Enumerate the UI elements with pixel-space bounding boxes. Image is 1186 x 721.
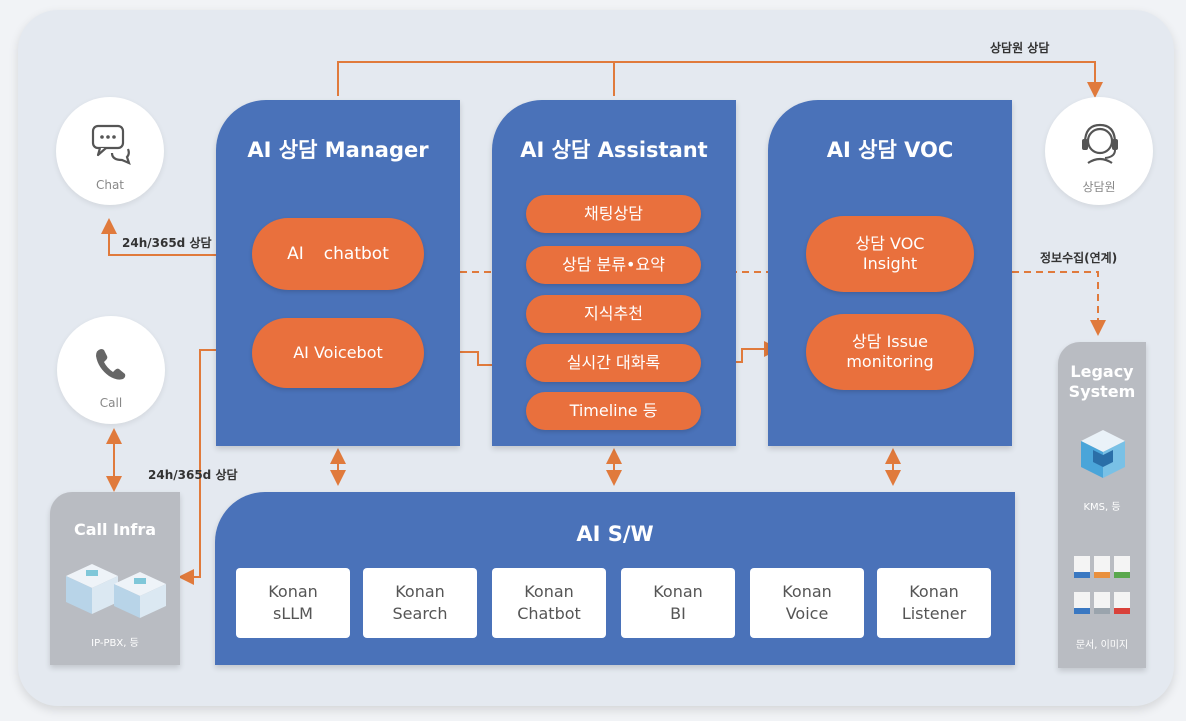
call-24h-label: 24h/365d 상담 [148,468,238,482]
ai-chatbot-prefix: AI [287,244,304,264]
ai-chatbot-pill: AI chatbot [252,218,424,290]
phone-icon [96,349,126,380]
product-bi-line2: BI [670,604,686,623]
product-chatbot-line1: Konan [524,582,574,601]
product-sllm-line2: sLLM [273,604,313,623]
product-chatbot-line2: Chatbot [517,604,581,623]
ai-chatbot-label: chatbot [323,244,389,264]
product-bi: Konan BI [621,568,735,638]
voc-insight-line1: 상담 VOC [855,234,925,253]
server-icon [66,564,166,618]
voc-issue-line1: 상담 Issue [852,332,928,351]
ai-sw-box: AI S/W Konan sLLM Konan Search Konan Cha… [215,492,1015,665]
legacy-system-box: Legacy System KMS, 등 문서, 이미지 [1058,342,1146,668]
voc-insight-line2: Insight [862,254,918,273]
voc-title: AI 상담 VOC [826,138,954,162]
top-route-label: 상담원 상담 [990,41,1050,55]
chat-label: Chat [95,178,125,192]
docs-caption: 문서, 이미지 [1075,640,1129,651]
assistant-item-chat-label: 채팅상담 [584,204,643,223]
legacy-title-line2: System [1068,382,1136,401]
cube-icon [1081,430,1125,478]
product-listener-line1: Konan [909,582,959,601]
ai-voicebot-pill: AI Voicebot [252,318,424,388]
assistant-item-classify-label: 상담 분류•요약 [562,255,665,274]
product-bi-line1: Konan [653,582,703,601]
voc-issue-pill: 상담 Issue monitoring [806,314,974,390]
agent-channel: 상담원 [1045,97,1153,205]
kms-caption: KMS, 등 [1083,502,1121,513]
product-search: Konan Search [363,568,477,638]
call-infra-box: Call Infra IP-PBX, 등 [50,492,180,665]
ai-voicebot-label: AI Voicebot [293,343,383,362]
assistant-item-timeline: Timeline 등 [526,392,701,430]
voc-issue-line2: monitoring [846,352,934,371]
assistant-item-transcript-label: 실시간 대화록 [566,353,661,372]
voc-insight-pill: 상담 VOC Insight [806,216,974,292]
product-voice: Konan Voice [750,568,864,638]
ai-sw-title: AI S/W [576,522,654,546]
call-label: Call [99,396,123,410]
product-sllm-line1: Konan [268,582,318,601]
assistant-item-transcript: 실시간 대화록 [526,344,701,382]
voc-to-legacy [1012,271,1106,336]
product-search-line1: Konan [395,582,445,601]
assistant-item-knowledge: 지식추천 [526,295,701,333]
product-voice-line1: Konan [782,582,832,601]
agent-label: 상담원 [1082,180,1116,194]
chat-24h-label: 24h/365d 상담 [122,236,212,250]
product-listener-line2: Listener [901,604,967,623]
route-to-agent [337,61,1103,98]
info-collect-label: 정보수집(연계) [1040,251,1118,265]
legacy-title-line1: Legacy [1070,362,1134,381]
product-chatbot: Konan Chatbot [492,568,606,638]
headset-icon [1082,123,1118,164]
document-icon [1074,556,1130,614]
assistant-item-chat: 채팅상담 [526,195,701,233]
assistant-item-classify: 상담 분류•요약 [526,246,701,284]
assistant-title: AI 상담 Assistant [520,138,708,162]
assistant-item-knowledge-label: 지식추천 [584,304,643,323]
manager-title: AI 상담 Manager [247,138,429,162]
chat-channel: Chat [56,97,164,205]
product-listener: Konan Listener [877,568,991,638]
call-channel: Call [57,316,165,424]
product-search-line2: Search [392,604,448,623]
product-voice-line2: Voice [785,604,829,623]
product-sllm: Konan sLLM [236,568,350,638]
chat-bubble-icon [91,124,131,165]
chat-to-chatbot [101,218,249,263]
call-infra-caption: IP-PBX, 등 [91,638,139,649]
call-infra-title: Call Infra [73,520,157,539]
assistant-item-timeline-label: Timeline 등 [569,401,658,420]
